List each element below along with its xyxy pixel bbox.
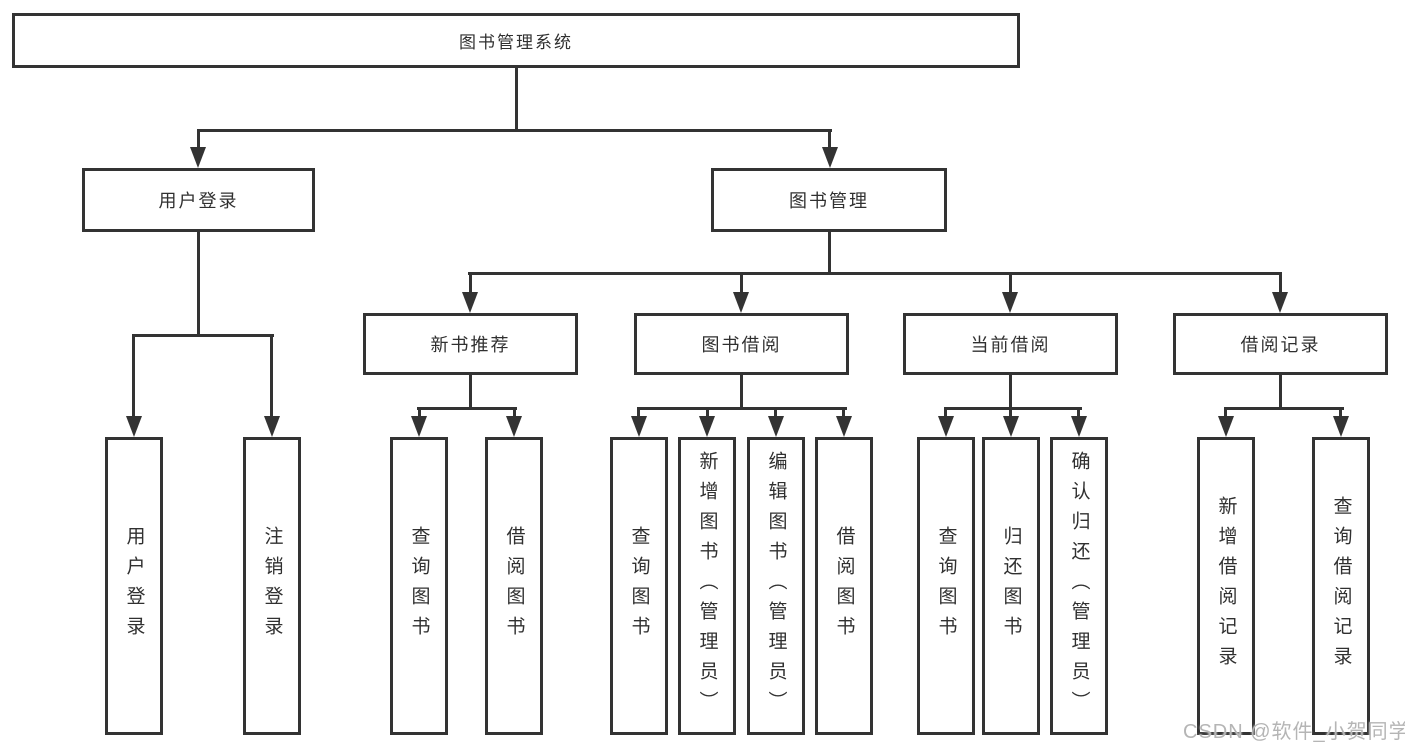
- connector-line: [1077, 407, 1080, 417]
- arrow-down-icon: [699, 416, 715, 437]
- arrow-down-icon: [938, 416, 954, 437]
- node-current-borrow: 当前借阅: [903, 313, 1118, 375]
- connector-line: [468, 272, 1282, 275]
- connector-line: [197, 232, 200, 335]
- connector-line: [774, 407, 777, 417]
- connector-line: [132, 334, 274, 337]
- arrow-down-icon: [1218, 416, 1234, 437]
- arrow-down-icon: [411, 416, 427, 437]
- connector-line: [417, 407, 517, 410]
- arrow-down-icon: [1333, 416, 1349, 437]
- arrow-down-icon: [1071, 416, 1087, 437]
- node-leaf-query-book-1: 查询图书: [390, 437, 448, 735]
- connector-line: [197, 129, 200, 148]
- node-leaf-borrow-book-1: 借阅图书: [485, 437, 543, 735]
- connector-line: [270, 334, 273, 416]
- arrow-down-icon: [768, 416, 784, 437]
- connector-line: [706, 407, 709, 417]
- connector-line: [1339, 407, 1342, 417]
- node-leaf-logout: 注销登录: [243, 437, 301, 735]
- arrow-down-icon: [733, 292, 749, 313]
- node-leaf-add-book-admin: 新增图书（管理员）: [678, 437, 736, 735]
- watermark: CSDN @软件_小贺同学: [1183, 721, 1405, 743]
- connector-line: [513, 407, 516, 417]
- connector-line: [944, 407, 1082, 410]
- arrow-down-icon: [126, 416, 142, 437]
- node-leaf-query-book-3: 查询图书: [917, 437, 975, 735]
- node-book-borrow: 图书借阅: [634, 313, 849, 375]
- connector-line: [1224, 407, 1344, 410]
- node-leaf-query-book-2: 查询图书: [610, 437, 668, 735]
- arrow-down-icon: [836, 416, 852, 437]
- arrow-down-icon: [631, 416, 647, 437]
- connector-line: [1279, 272, 1282, 293]
- connector-line: [828, 129, 831, 148]
- connector-line: [944, 407, 947, 417]
- node-leaf-user-login: 用户登录: [105, 437, 163, 735]
- connector-line: [132, 334, 135, 416]
- connector-line: [1009, 272, 1012, 293]
- connector-line: [469, 375, 472, 408]
- arrow-down-icon: [822, 147, 838, 168]
- connector-line: [1009, 407, 1012, 417]
- arrow-down-icon: [506, 416, 522, 437]
- connector-line: [1009, 375, 1012, 408]
- node-leaf-borrow-book-2: 借阅图书: [815, 437, 873, 735]
- node-leaf-edit-book-admin: 编辑图书（管理员）: [747, 437, 805, 735]
- arrow-down-icon: [264, 416, 280, 437]
- connector-line: [740, 272, 743, 293]
- node-borrow-records: 借阅记录: [1173, 313, 1388, 375]
- connector-line: [842, 407, 845, 417]
- connector-line: [828, 232, 831, 273]
- node-new-book-recommend: 新书推荐: [363, 313, 578, 375]
- arrow-down-icon: [1272, 292, 1288, 313]
- node-book-management: 图书管理: [711, 168, 947, 232]
- node-leaf-confirm-return-admin: 确认归还（管理员）: [1050, 437, 1108, 735]
- connector-line: [197, 129, 832, 132]
- arrow-down-icon: [462, 292, 478, 313]
- node-leaf-return-book: 归还图书: [982, 437, 1040, 735]
- arrow-down-icon: [1003, 416, 1019, 437]
- connector-line: [418, 407, 421, 417]
- connector-line: [637, 407, 847, 410]
- connector-line: [1224, 407, 1227, 417]
- node-root: 图书管理系统: [12, 13, 1020, 68]
- connector-line: [740, 375, 743, 408]
- node-user-login: 用户登录: [82, 168, 315, 232]
- connector-line: [515, 68, 518, 130]
- connector-line: [469, 272, 472, 293]
- arrow-down-icon: [1002, 292, 1018, 313]
- connector-line: [1279, 375, 1282, 408]
- arrow-down-icon: [190, 147, 206, 168]
- node-leaf-add-borrow-record: 新增借阅记录: [1197, 437, 1255, 735]
- node-leaf-query-borrow-record: 查询借阅记录: [1312, 437, 1370, 735]
- connector-line: [637, 407, 640, 417]
